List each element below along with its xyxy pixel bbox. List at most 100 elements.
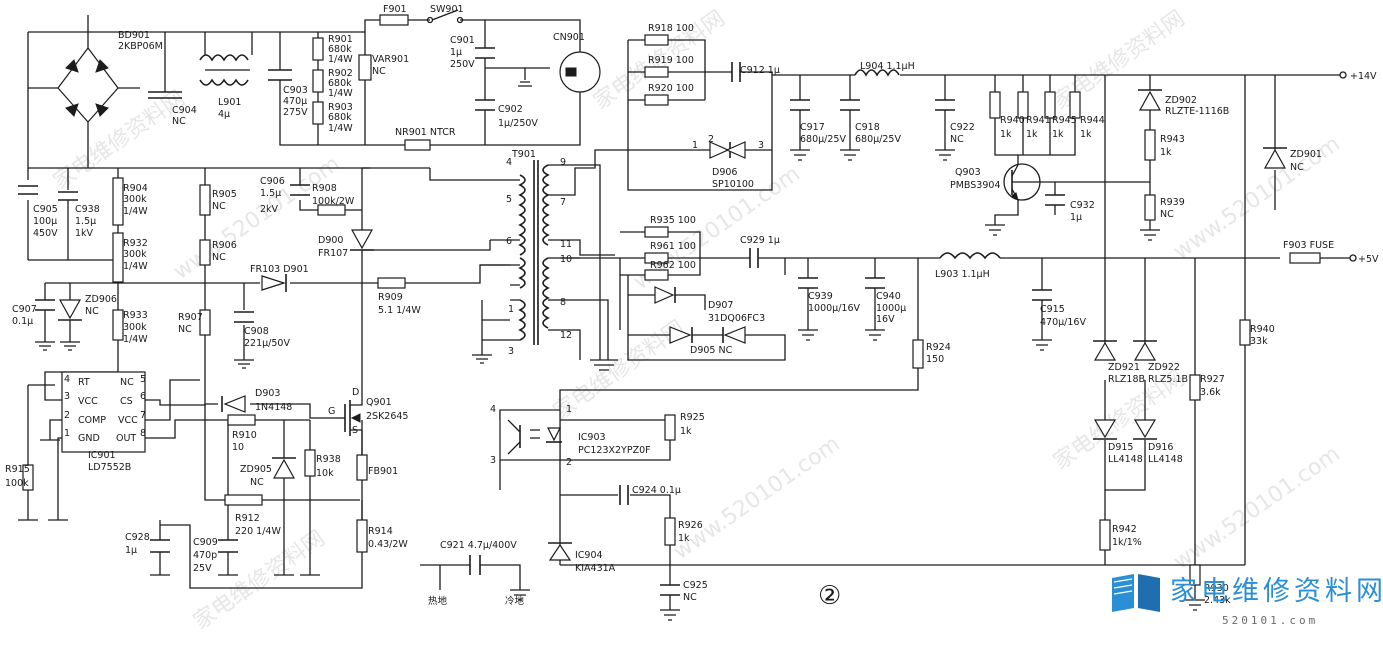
label: R902 <box>328 68 353 79</box>
label: C904 <box>172 105 197 116</box>
label: R901 <box>328 34 353 45</box>
label: 2 <box>64 410 70 421</box>
label: NC <box>950 134 964 145</box>
label: 1.5μ <box>75 216 96 227</box>
label: BD901 <box>118 30 150 41</box>
label: 1 <box>692 140 698 151</box>
label: PC123X2YPZ0F <box>578 445 651 456</box>
label: C918 <box>855 122 880 133</box>
label: 3 <box>758 140 764 151</box>
label: 470μ/16V <box>1040 317 1086 328</box>
label: 4 <box>490 404 496 415</box>
label: 9 <box>560 157 566 168</box>
bridge-diodes <box>65 59 109 117</box>
label: NC <box>120 377 134 388</box>
output-terminal-14v <box>1339 71 1347 79</box>
label: 1k <box>1080 129 1092 140</box>
label: 2KBP06M <box>118 41 163 52</box>
label: 1k <box>1026 129 1038 140</box>
labels: BD901 2KBP06M C904 NC L901 4μ C903 470μ … <box>5 4 1379 611</box>
figure-number: ② <box>818 581 841 611</box>
label: 3.6k <box>1200 387 1221 398</box>
label: 300k <box>123 194 147 205</box>
label: 1/4W <box>328 88 353 99</box>
label: ZD906 <box>85 294 117 305</box>
label: 2.43k <box>1204 595 1231 606</box>
label: 1μ <box>1070 212 1082 223</box>
label: +5V <box>1358 254 1379 265</box>
label: 6 <box>140 391 146 402</box>
label: 1μ <box>125 545 137 556</box>
label: 8 <box>140 428 146 439</box>
label: 275V <box>283 107 308 118</box>
label: L903 1.1μH <box>935 269 990 280</box>
label: KIA431A <box>575 563 616 574</box>
label: 6 <box>506 236 512 247</box>
label: R943 <box>1160 134 1185 145</box>
label: C903 <box>283 85 308 96</box>
label: 1/4W <box>123 334 148 345</box>
label: R941 <box>1026 115 1051 126</box>
label: R904 <box>123 183 148 194</box>
label: 100k <box>5 478 29 489</box>
label: R926 <box>678 520 703 531</box>
label: Q901 <box>366 397 392 408</box>
label: 300k <box>123 249 147 260</box>
label: 1/4W <box>328 54 353 65</box>
label: 150 <box>926 354 944 365</box>
label: 1/4W <box>123 206 148 217</box>
label: R925 <box>680 412 705 423</box>
label: C912 1μ <box>740 65 780 76</box>
label: 5.1 1/4W <box>378 305 421 316</box>
label: R961 100 <box>650 241 696 252</box>
label: 1k <box>1000 129 1012 140</box>
label: R914 <box>368 526 393 537</box>
label: 1000μ <box>876 303 906 314</box>
label: LL4148 <box>1148 454 1183 465</box>
label: C940 <box>876 291 901 302</box>
label: 100k/2W <box>312 196 355 207</box>
label: 470p <box>193 550 217 561</box>
label: LL4148 <box>1108 454 1143 465</box>
label: ZD921 <box>1108 362 1140 373</box>
label: 25V <box>193 563 212 574</box>
label: C915 <box>1040 304 1065 315</box>
label: 1N4148 <box>255 402 292 413</box>
label: FB901 <box>368 466 398 477</box>
label: R907 <box>178 312 203 323</box>
label: C901 <box>450 35 475 46</box>
label: 8 <box>560 297 566 308</box>
label: 12 <box>560 330 572 341</box>
label: C924 0.1μ <box>632 485 681 496</box>
label: 4 <box>64 374 70 385</box>
label: R910 <box>232 430 257 441</box>
label: 1k <box>1052 129 1064 140</box>
label: 10 <box>232 442 244 453</box>
label: C921 4.7μ/400V <box>440 540 517 551</box>
label: NC <box>250 477 264 488</box>
label: 2 <box>708 134 714 145</box>
label: 7 <box>140 410 146 421</box>
label: 221μ/50V <box>244 338 290 349</box>
label: IC903 <box>578 432 606 443</box>
label: R930 <box>1204 583 1229 594</box>
label: RT <box>78 377 90 388</box>
label: 33k <box>1250 336 1268 347</box>
label: R935 100 <box>650 215 696 226</box>
label: L904 1.1μH <box>860 61 915 72</box>
label: 680k <box>328 78 352 89</box>
label: R915 <box>5 464 30 475</box>
label: R944 <box>1080 115 1105 126</box>
label: C907 <box>12 304 37 315</box>
label: 1 <box>566 404 572 415</box>
label: IC904 <box>575 550 603 561</box>
label: VCC <box>118 415 138 426</box>
label: D907 <box>708 300 733 311</box>
label: R919 100 <box>648 55 694 66</box>
label: R924 <box>926 342 951 353</box>
label: NC <box>1290 162 1304 173</box>
label: L901 <box>218 97 241 108</box>
label: 1/4W <box>328 123 353 134</box>
label: R940 <box>1000 115 1025 126</box>
label: 2 <box>566 457 572 468</box>
